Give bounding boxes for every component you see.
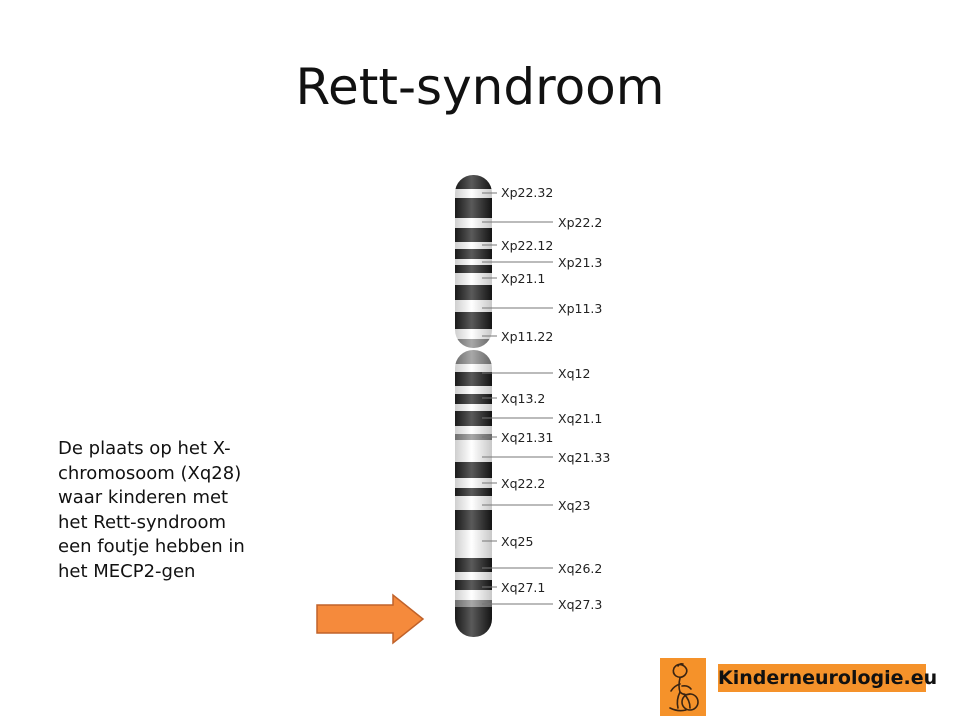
band-label: Xq21.31	[501, 430, 553, 445]
band-label: Xp22.12	[501, 238, 553, 253]
band	[455, 300, 492, 312]
band-label: Xq27.1	[501, 580, 545, 595]
band-label: Xq23	[558, 498, 590, 513]
pointer-arrow	[316, 593, 425, 645]
band	[455, 218, 492, 228]
caption-line: het MECP2-gen	[58, 560, 196, 582]
band	[455, 558, 492, 572]
band	[455, 265, 492, 273]
band	[455, 411, 492, 426]
caption-line: het Rett-syndroom	[58, 511, 227, 533]
band	[455, 273, 492, 285]
band-label: Xq26.2	[558, 561, 602, 576]
logo-text: Kinderneurologie.eu	[718, 664, 937, 692]
band	[455, 510, 492, 530]
caption-line: waar kinderen met	[58, 487, 229, 508]
band-label: Xq21.33	[558, 450, 610, 465]
band	[455, 607, 492, 637]
band	[455, 364, 492, 372]
slide-title: Rett-syndroom	[295, 58, 665, 116]
band	[455, 394, 492, 404]
band-label: Xp22.2	[558, 215, 602, 230]
band	[455, 285, 492, 300]
band	[455, 440, 492, 462]
band	[455, 572, 492, 580]
band	[455, 242, 492, 249]
band	[455, 249, 492, 259]
band	[455, 329, 492, 339]
band	[455, 198, 492, 218]
band	[455, 372, 492, 386]
band	[455, 590, 492, 600]
band	[455, 426, 492, 434]
caption-line: chromosoom (Xq28)	[58, 462, 242, 484]
band	[455, 339, 492, 348]
caption-line: De plaats op het X-	[58, 438, 231, 459]
band-label: Xq21.1	[558, 411, 602, 426]
band-label: Xp11.3	[558, 301, 602, 316]
band	[455, 434, 492, 440]
band	[455, 462, 492, 478]
q-arm	[455, 350, 492, 637]
band	[455, 175, 492, 189]
band	[455, 600, 492, 607]
band-leader-lines	[482, 192, 553, 605]
band-label: Xp22.32	[501, 185, 553, 200]
band	[455, 312, 492, 329]
band-label: Xq13.2	[501, 391, 545, 406]
logo: Kinderneurologie.eu	[660, 658, 937, 716]
band-label: Xq25	[501, 534, 533, 549]
band-label: Xp21.1	[501, 271, 545, 286]
band-label: Xp21.3	[558, 255, 602, 270]
band-label: Xp11.22	[501, 329, 553, 344]
caption-line: een foutje hebben in	[58, 536, 245, 557]
p-arm	[455, 175, 492, 348]
band	[455, 488, 492, 496]
band	[455, 386, 492, 394]
band	[455, 259, 492, 265]
band	[455, 580, 492, 590]
child-figure-icon	[660, 658, 706, 716]
band-label: Xq27.3	[558, 597, 602, 612]
band	[455, 228, 492, 242]
band	[455, 404, 492, 411]
band-label: Xq12	[558, 366, 590, 381]
band	[455, 478, 492, 488]
band	[455, 350, 492, 364]
band	[455, 189, 492, 198]
band-label: Xq22.2	[501, 476, 545, 491]
caption-text: De plaats op het X- chromosoom (Xq28) wa…	[58, 437, 288, 584]
band	[455, 496, 492, 510]
band	[455, 530, 492, 558]
